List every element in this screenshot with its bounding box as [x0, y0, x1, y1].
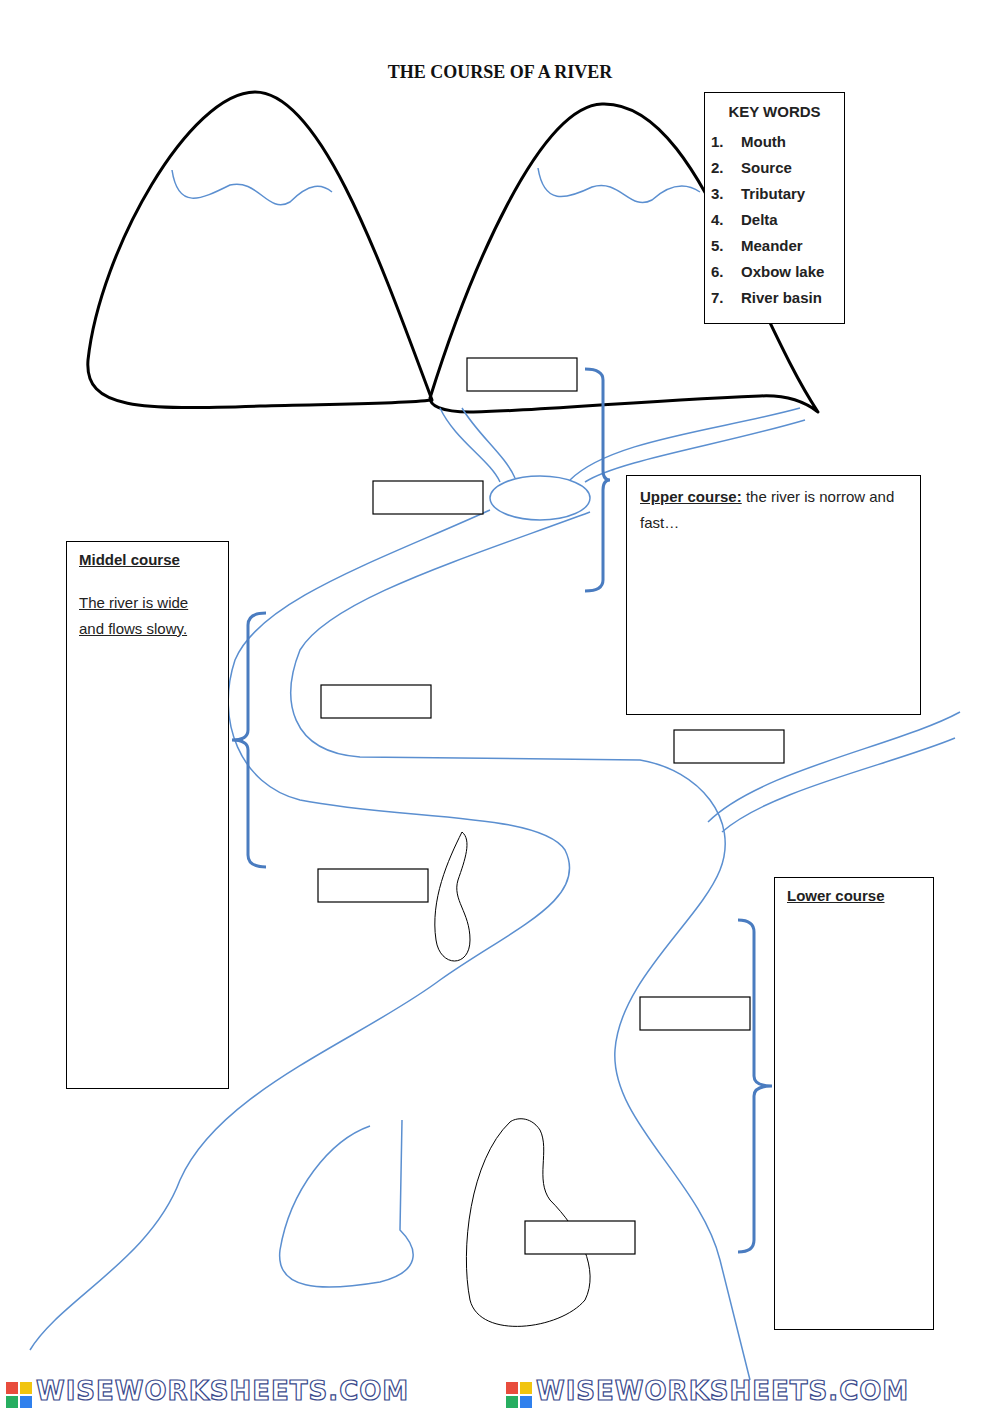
key-word: Source — [741, 158, 792, 178]
list-number: 2. — [711, 158, 741, 178]
list-number: 1. — [711, 132, 741, 152]
key-word-row: 7.River basin — [711, 288, 838, 308]
course-heading: Upper course: — [640, 488, 742, 505]
diagram-title: THE COURSE OF A RIVER — [0, 62, 1000, 83]
stream — [462, 408, 515, 478]
key-word-row: 2.Source — [711, 158, 838, 178]
list-number: 6. — [711, 262, 741, 282]
snow-line — [172, 170, 332, 205]
answer-box — [674, 730, 784, 763]
list-number: 5. — [711, 236, 741, 256]
course-box: Upper course: the river is norrow and fa… — [626, 475, 921, 715]
snow-line — [538, 168, 700, 203]
answer-box — [640, 997, 750, 1030]
key-word-row: 4.Delta — [711, 210, 838, 230]
key-word-row: 5.Meander — [711, 236, 838, 256]
key-word-row: 3.Tributary — [711, 184, 838, 204]
key-word: Mouth — [741, 132, 786, 152]
answer-box — [318, 869, 428, 902]
key-words-heading: KEY WORDS — [711, 103, 838, 120]
course-box: Middel courseThe river is wide and flows… — [66, 541, 229, 1089]
key-word-row: 1.Mouth — [711, 132, 838, 152]
answer-box — [321, 685, 431, 718]
course-box: Lower course — [774, 877, 934, 1330]
course-description: Upper course: the river is norrow and fa… — [640, 484, 908, 536]
key-word: River basin — [741, 288, 822, 308]
mountain — [88, 92, 432, 408]
key-word: Tributary — [741, 184, 805, 204]
list-number: 3. — [711, 184, 741, 204]
list-number: 7. — [711, 288, 741, 308]
bracket — [585, 369, 610, 591]
answer-box — [467, 358, 577, 391]
watermark: WISEWORKSHEETS.COM — [536, 1376, 909, 1406]
stream — [585, 420, 805, 482]
bracket — [232, 613, 266, 867]
delta-island — [280, 1120, 414, 1287]
course-text: The river is wide and flows slowy. — [79, 590, 216, 642]
course-heading: Middel course — [79, 550, 216, 570]
list-number: 4. — [711, 210, 741, 230]
answer-box — [525, 1221, 635, 1254]
tributary — [708, 712, 960, 822]
watermark: WISEWORKSHEETS.COM — [36, 1376, 409, 1406]
key-word-row: 6.Oxbow lake — [711, 262, 838, 282]
course-heading: Lower course — [787, 886, 921, 906]
key-word: Oxbow lake — [741, 262, 824, 282]
answer-box — [373, 481, 483, 514]
key-word: Meander — [741, 236, 803, 256]
key-word: Delta — [741, 210, 778, 230]
oxbow-lake — [435, 832, 470, 961]
river-bank — [30, 510, 570, 1350]
bracket — [738, 920, 772, 1252]
lake — [490, 476, 590, 520]
key-words-box: KEY WORDS1.Mouth2.Source3.Tributary4.Del… — [704, 92, 845, 324]
